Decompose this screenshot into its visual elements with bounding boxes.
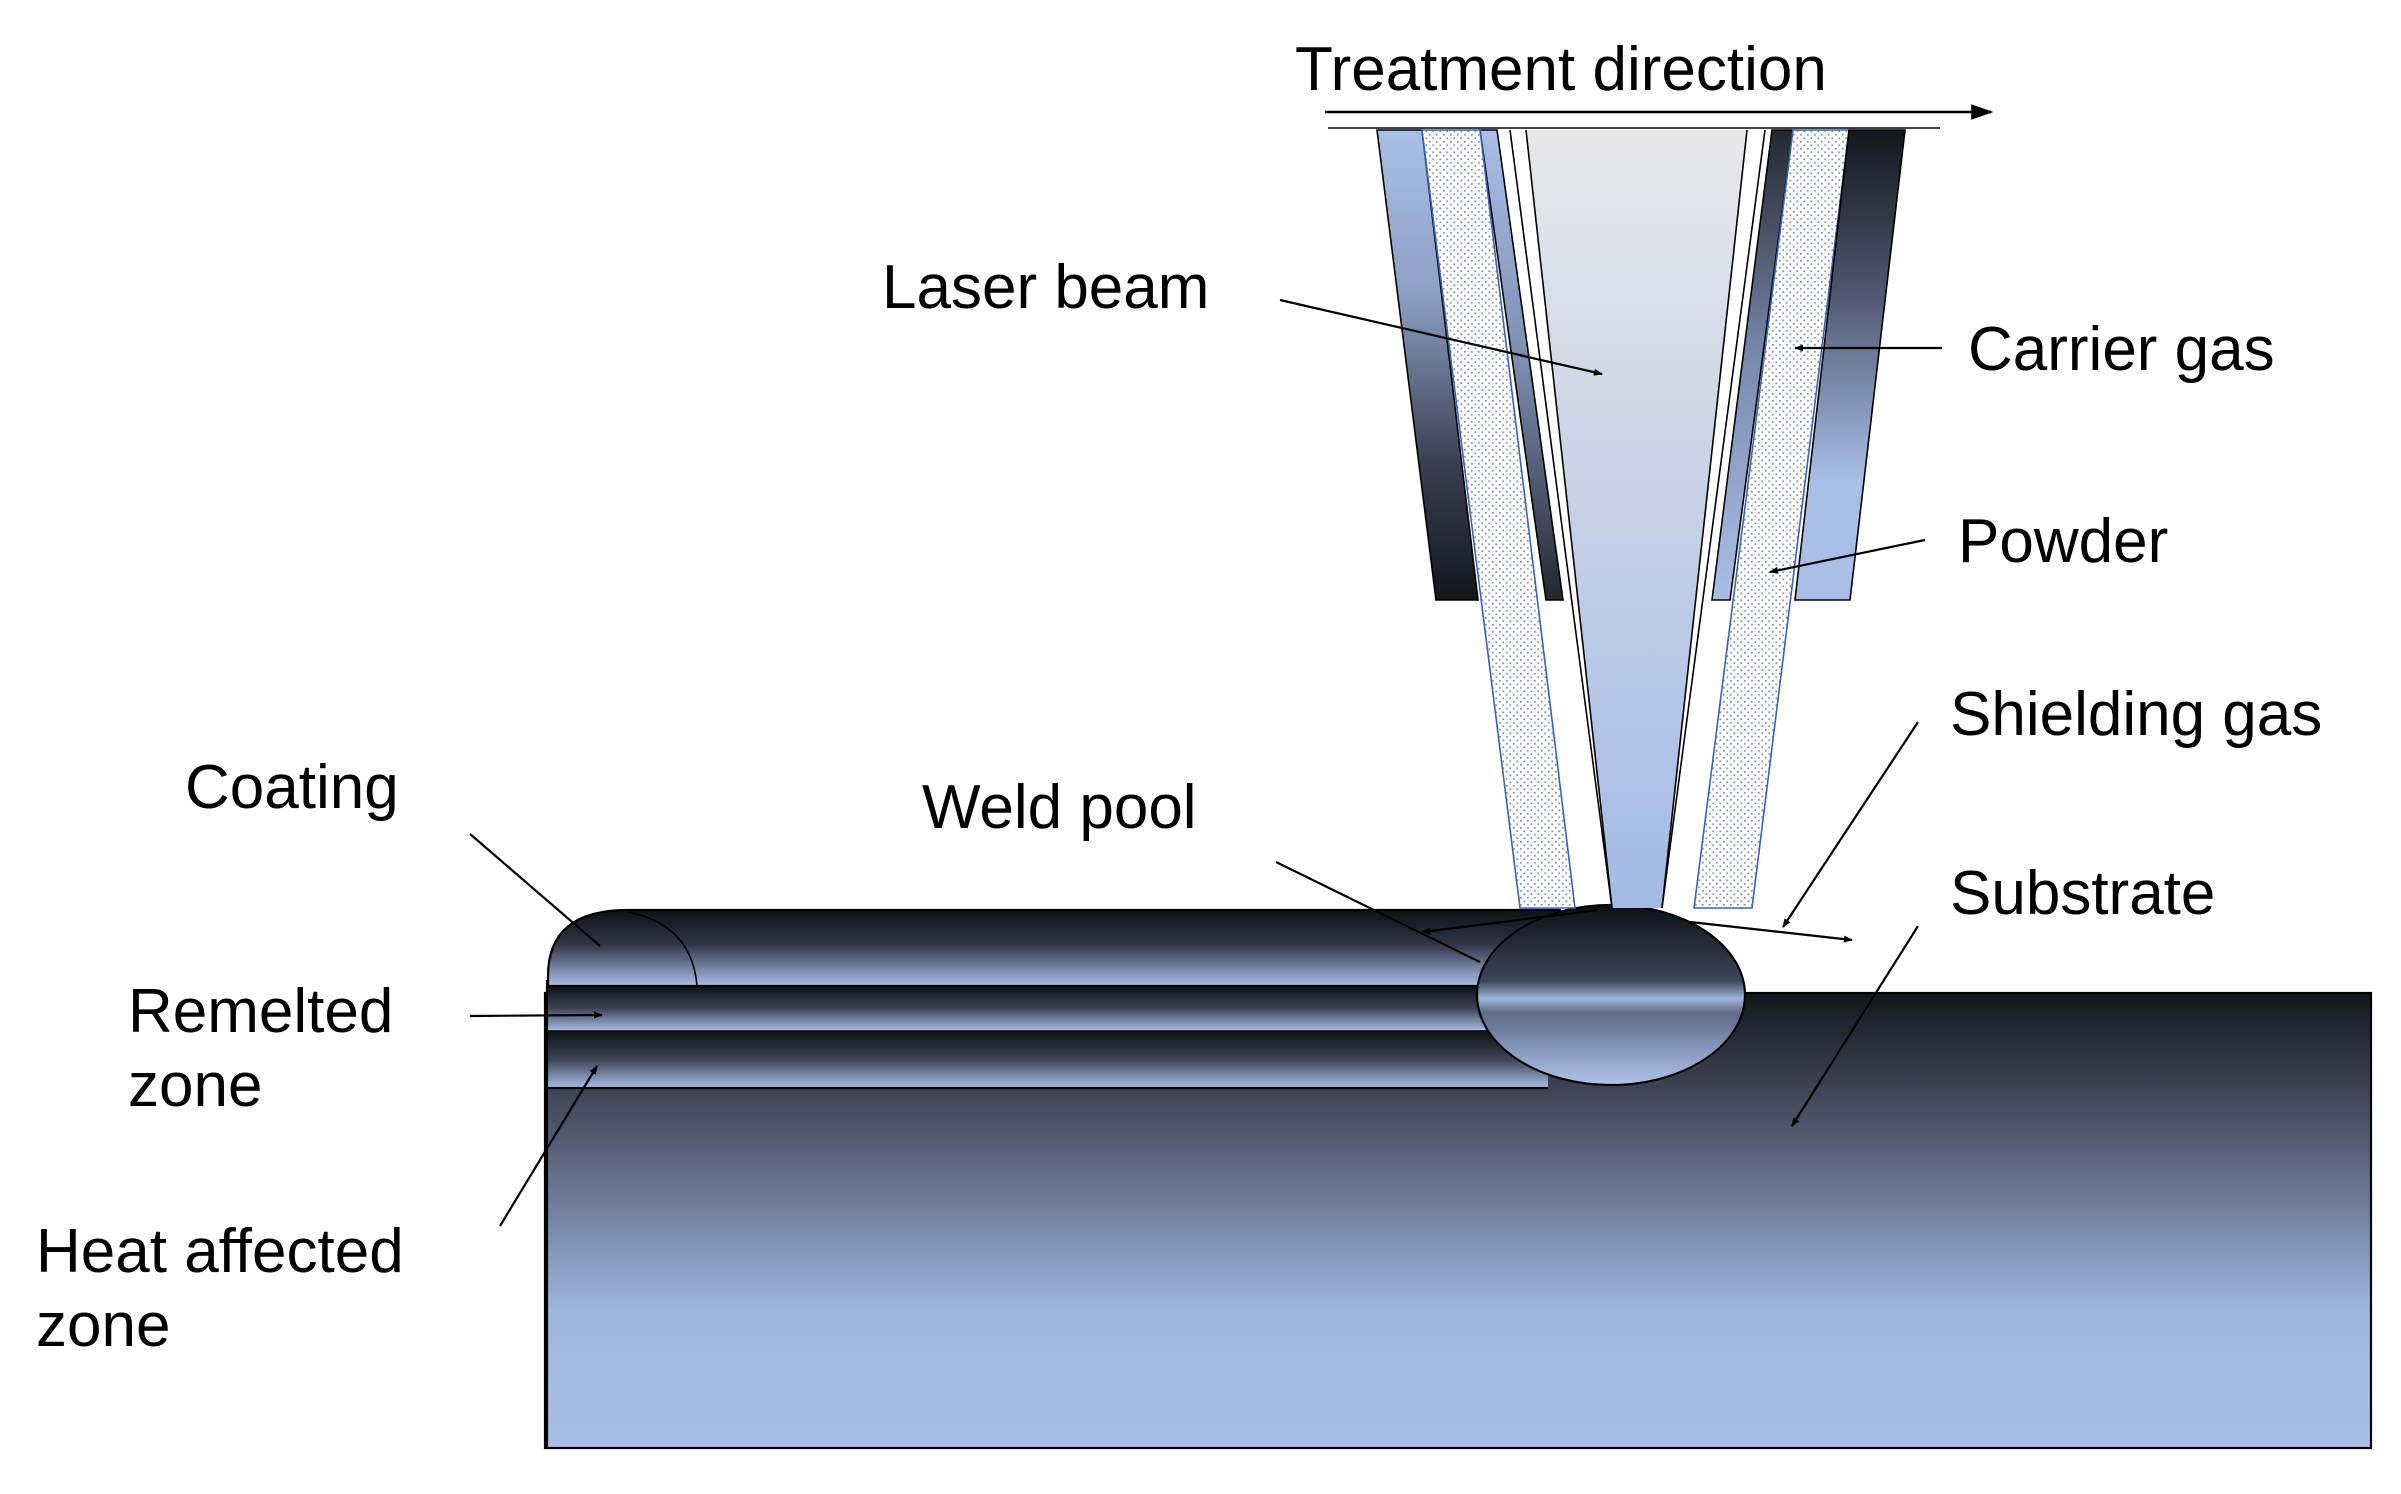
beam-guide-left (1509, 129, 1613, 909)
heat-affected-zone-leader (499, 1065, 598, 1227)
remelted-zone-leader (469, 1011, 603, 1019)
laser-beam-label: Laser beam (882, 253, 1209, 322)
remelted-zone-label-line1: Remelted (128, 977, 393, 1046)
beam-guide-left-2 (1525, 129, 1613, 909)
shielding-gas-flow-right (1689, 920, 1853, 943)
coating-label: Coating (185, 753, 399, 822)
substrate-leader (1791, 925, 1919, 1127)
laser-beam-cone (1526, 130, 1747, 908)
powder-stream-left (1421, 129, 1576, 909)
nozzle-left-inner-wall (1479, 129, 1564, 601)
nozzle-left-outer-wall (1376, 129, 1479, 601)
laser-beam-leader (1279, 298, 1603, 376)
coating-bead (546, 908, 1562, 988)
shielding-gas-leader (1782, 721, 1919, 928)
heat-affected-zone-band (548, 1031, 1548, 1088)
powder-leader (1769, 538, 1926, 574)
heat-affected-zone-label-line1: Heat affected (36, 1217, 404, 1286)
nozzle-right-inner-wall (1711, 129, 1794, 601)
shielding-gas-label: Shielding gas (1950, 680, 2322, 749)
weld-pool-label: Weld pool (922, 773, 1197, 842)
powder-label: Powder (1958, 507, 2168, 576)
nozzle-right-outer-wall (1794, 129, 1906, 601)
heat-affected-zone-label-line2: zone (36, 1291, 170, 1360)
beam-guide-right-2 (1661, 129, 1748, 909)
substrate-label: Substrate (1950, 859, 2215, 928)
coating-end-arc (627, 911, 698, 987)
powder-stream-right (1693, 129, 1850, 909)
coating-leader (469, 833, 601, 947)
remelted-zone-label-line2: zone (128, 1051, 262, 1120)
treatment-direction-label: Treatment direction (1295, 35, 1827, 104)
beam-guide-right (1661, 129, 1766, 909)
carrier-gas-label: Carrier gas (1968, 315, 2275, 384)
weld-pool (1475, 903, 1747, 1087)
remelted-zone-band (548, 986, 1548, 1031)
shielding-gas-flow-left (1421, 908, 1599, 935)
weld-pool-leader (1275, 861, 1481, 963)
